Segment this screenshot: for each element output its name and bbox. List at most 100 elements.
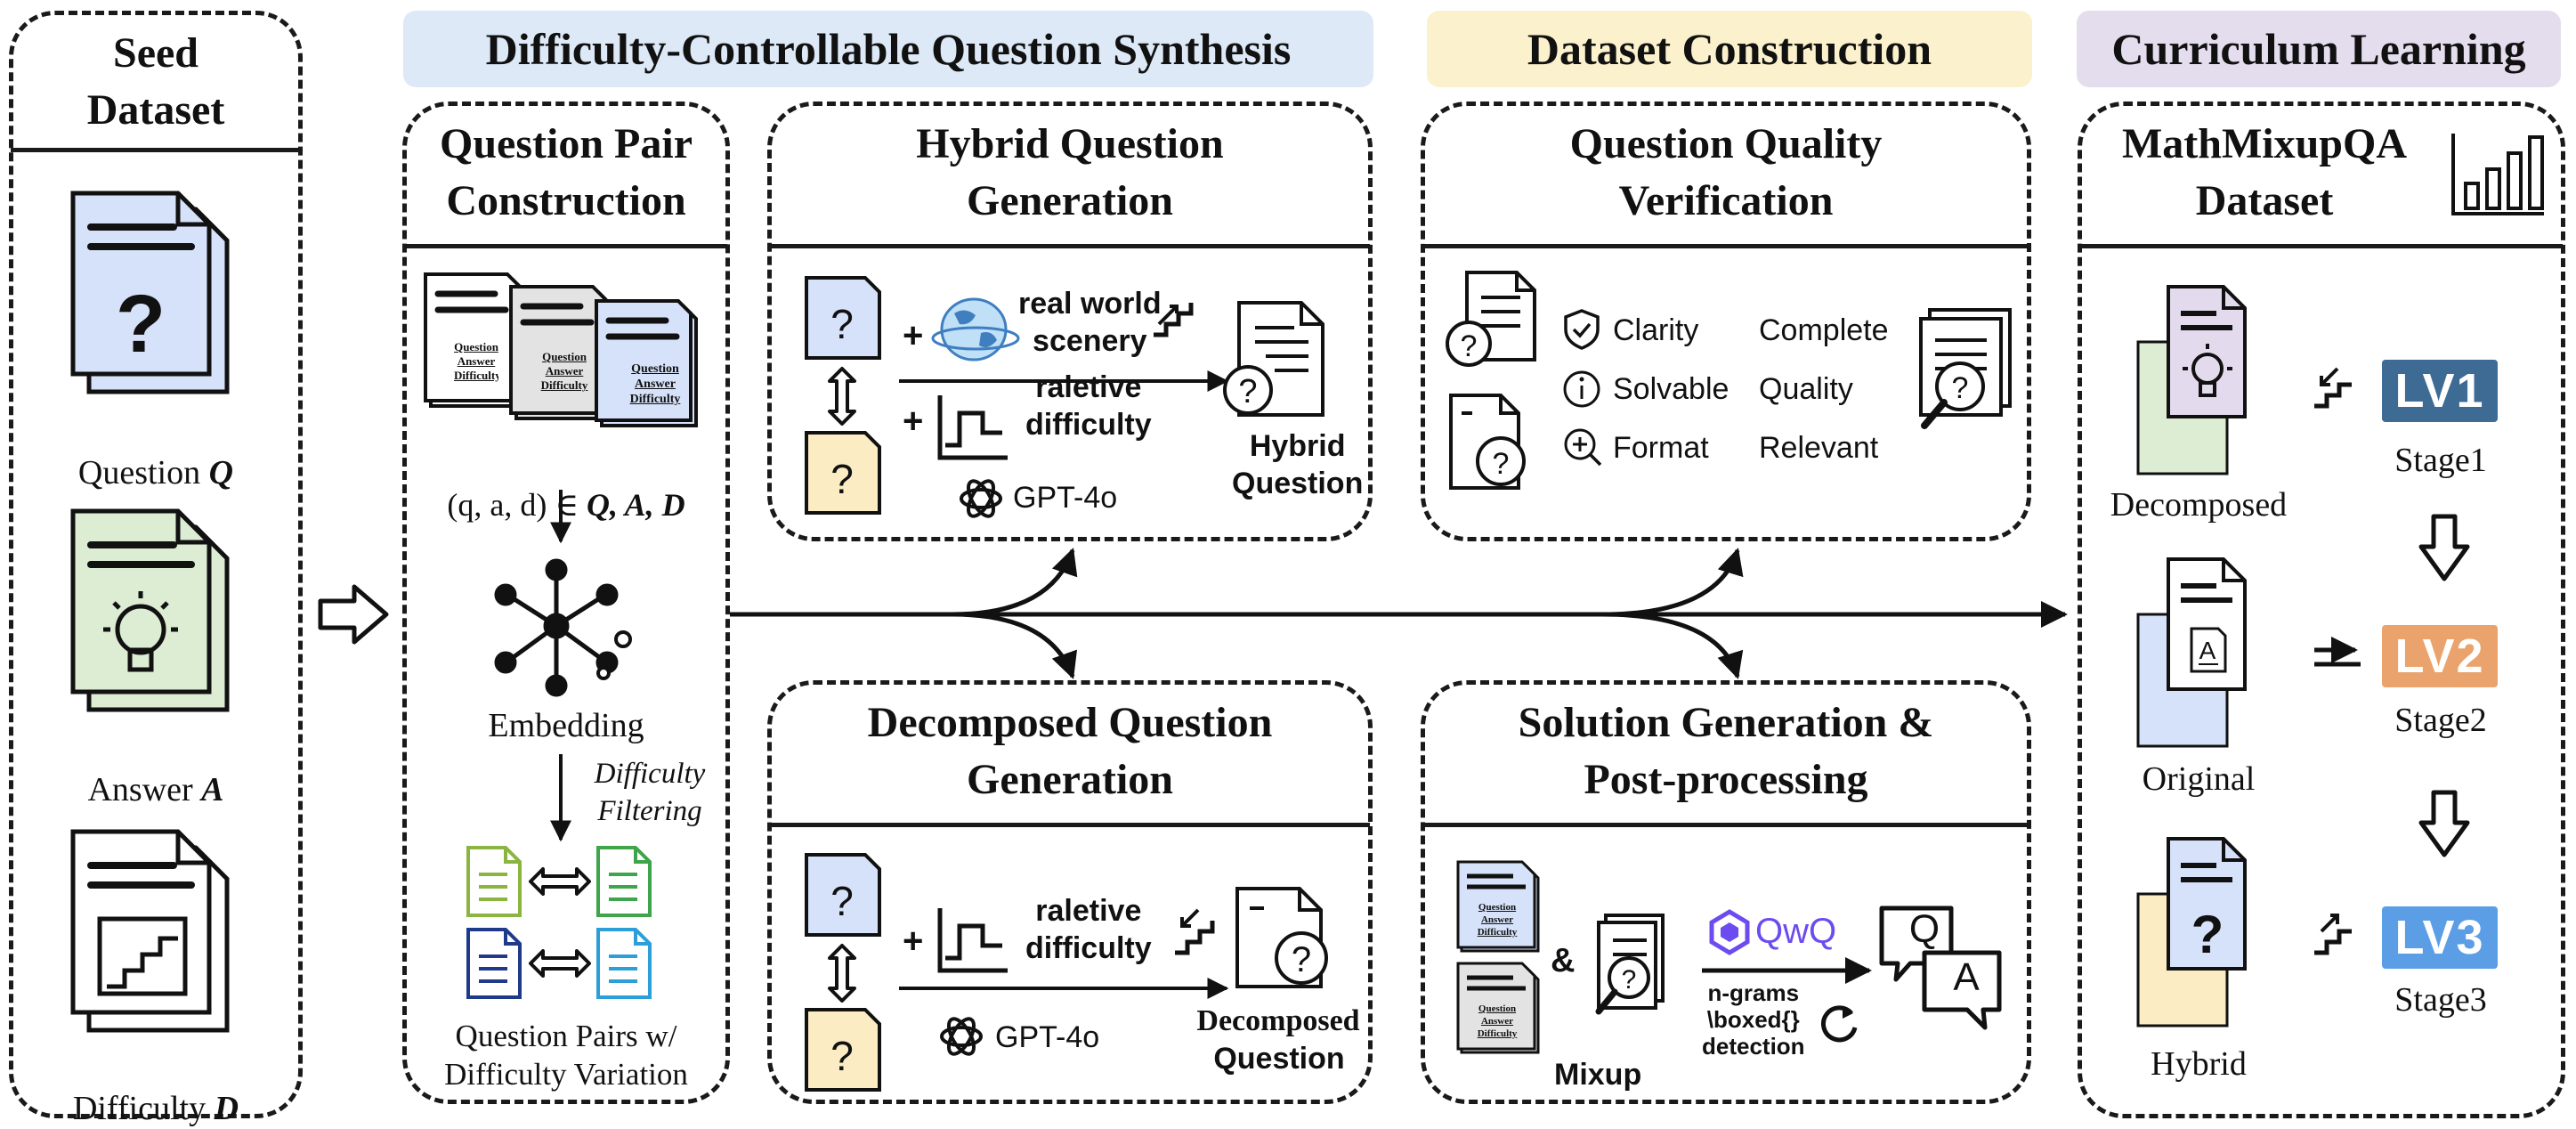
tuple-formula: (q, a, d) ∈ Q, A, D (447, 487, 685, 523)
solution-generation-panel (1421, 680, 2031, 1104)
hybrid-output-document-icon: ? (1223, 301, 1324, 417)
format-label: Format (1613, 431, 1709, 465)
question-caption: Question Q (77, 454, 234, 491)
svg-text:?: ? (830, 878, 854, 924)
decomposed-gpt-logo-icon (940, 1017, 983, 1056)
decomposed-divider (770, 823, 1370, 827)
stage-1-label: Stage1 (2394, 442, 2487, 479)
stage-3-label: Stage3 (2394, 981, 2487, 1019)
original-dataset-doc-icon: A (2136, 557, 2247, 748)
svg-text:?: ? (1292, 940, 1311, 979)
difficulty-document-icon (70, 829, 230, 1033)
seed-dataset-panel (9, 11, 303, 1118)
question-pair-panel (402, 102, 730, 1104)
seed-to-pair-arrow (318, 584, 389, 645)
zoom-plus-icon (1564, 428, 1602, 467)
verification-divider (1423, 244, 2029, 248)
qa-q-label: Q (1908, 907, 1940, 951)
decomposed-dataset-doc-icon (2136, 285, 2247, 475)
decomposed-output-label-b: Question (1213, 1042, 1345, 1076)
svg-text:A: A (2199, 637, 2216, 664)
stacked-doc-text-1: Question Answer Difficulty (454, 340, 498, 382)
hybrid-flow-arrow (899, 370, 1229, 392)
svg-text:?: ? (1461, 329, 1478, 363)
solution-divider (1423, 823, 2029, 827)
answer-document-icon (70, 508, 230, 712)
qa-bubbles-icon (1879, 906, 2002, 1030)
pair-divider (405, 244, 727, 248)
seed-dataset-title: Seed Dataset (86, 29, 225, 134)
mixup-search-icon: ? (1595, 914, 1665, 1015)
mixupqa-dataset-panel (2078, 102, 2565, 1118)
embedding-network-icon (494, 558, 632, 697)
decomposed-relative-difficulty-chart-icon (937, 908, 1008, 973)
hybrid-dataset-label: Hybrid (2151, 1045, 2247, 1083)
solvable-label: Solvable (1613, 372, 1729, 406)
refresh-icon (1821, 1005, 1858, 1043)
hybrid-input-questions-icon: ? ? (805, 276, 881, 515)
seed-divider (11, 148, 301, 152)
original-dataset-label: Original (2142, 760, 2256, 798)
decomposed-relative-difficulty-label: raletive difficulty (1025, 894, 1152, 965)
decomposed-model-label: GPT-4o (995, 1020, 1100, 1054)
decomposed-dataset-label: Decomposed (2110, 486, 2288, 524)
svg-text:?: ? (830, 301, 854, 347)
gpt-logo-icon (960, 479, 1002, 518)
hybrid-plus-a: + (903, 316, 924, 355)
quality-label: Quality (1759, 372, 1853, 406)
question-pair-title: Question Pair Construction (440, 120, 693, 224)
qwq-model-label: QwQ (1755, 912, 1837, 951)
decomposed-generation-panel (767, 680, 1373, 1104)
decomposed-input-questions-icon: ? ? (805, 853, 881, 1092)
svg-text:?: ? (2191, 905, 2224, 964)
solution-doc-text-2: Question Answer Difficulty (1477, 1003, 1518, 1039)
stacked-documents-icon (424, 272, 698, 427)
level-2-badge: LV2 (2382, 625, 2498, 687)
decomposed-generation-title: Decomposed Question Generation (867, 699, 1273, 803)
decrease-stairs-icon (1175, 908, 1215, 955)
difficulty-caption: Difficulty D (72, 1090, 239, 1127)
hybrid-model-label: GPT-4o (1013, 481, 1118, 515)
svg-text:?: ? (116, 279, 166, 370)
stacked-doc-text-2: Question Answer Difficulty (540, 350, 588, 392)
decomposed-output-document-icon: ? (1235, 887, 1328, 988)
globe-icon (931, 297, 1020, 361)
shield-check-icon (1564, 309, 1600, 350)
hybrid-divider (770, 244, 1370, 248)
relevant-label: Relevant (1759, 431, 1879, 465)
svg-text:?: ? (830, 1033, 854, 1079)
question-pairs-caption: Question Pairs w/ Difficulty Variation (444, 1019, 688, 1092)
quality-verification-panel (1421, 102, 2031, 541)
post-processing-label: n-grams \boxed{} detection (1702, 979, 1805, 1060)
tuple-to-embedding-arrow (550, 490, 571, 544)
real-world-scenery-label: real world scenery (1018, 287, 1162, 358)
solution-flow-arrow (1702, 957, 1872, 984)
banner-dataset-construction: Dataset Construction (1427, 11, 2032, 87)
stage3-arrow-icon (2314, 914, 2352, 955)
decomposed-plus: + (903, 922, 924, 961)
banner-curriculum-learning: Curriculum Learning (2077, 11, 2561, 87)
bar-chart-icon (2451, 134, 2544, 215)
stage1-arrow-icon (2314, 367, 2352, 409)
mixupqa-dataset-title: MathMixupQA Dataset (2121, 120, 2407, 224)
level-1-badge: LV1 (2382, 360, 2498, 422)
stage1-to-stage2-arrow (2418, 514, 2470, 581)
solution-doc-text-1: Question Answer Difficulty (1477, 902, 1518, 938)
hybrid-dataset-doc-icon: ? (2136, 837, 2247, 1027)
relative-difficulty-chart-icon (937, 395, 1008, 460)
ampersand-label: & (1551, 942, 1576, 979)
clarity-label: Clarity (1613, 313, 1699, 347)
stacked-doc-text-3: Question Answer Difficulty (629, 362, 681, 406)
embedding-label: Embedding (488, 707, 644, 744)
svg-text:?: ? (1952, 371, 1969, 405)
stage-2-label: Stage2 (2394, 702, 2487, 739)
svg-text:?: ? (830, 456, 854, 502)
qwq-logo-icon (1709, 909, 1750, 955)
hybrid-generation-panel (767, 102, 1373, 541)
hybrid-generation-title: Hybrid Question Generation (916, 120, 1224, 224)
document-search-icon: ? (1919, 308, 2012, 429)
solution-input-docs-icon (1456, 860, 1540, 1054)
question-pairs-icon (466, 846, 652, 999)
quality-verification-title: Question Quality Verification (1569, 120, 1883, 224)
